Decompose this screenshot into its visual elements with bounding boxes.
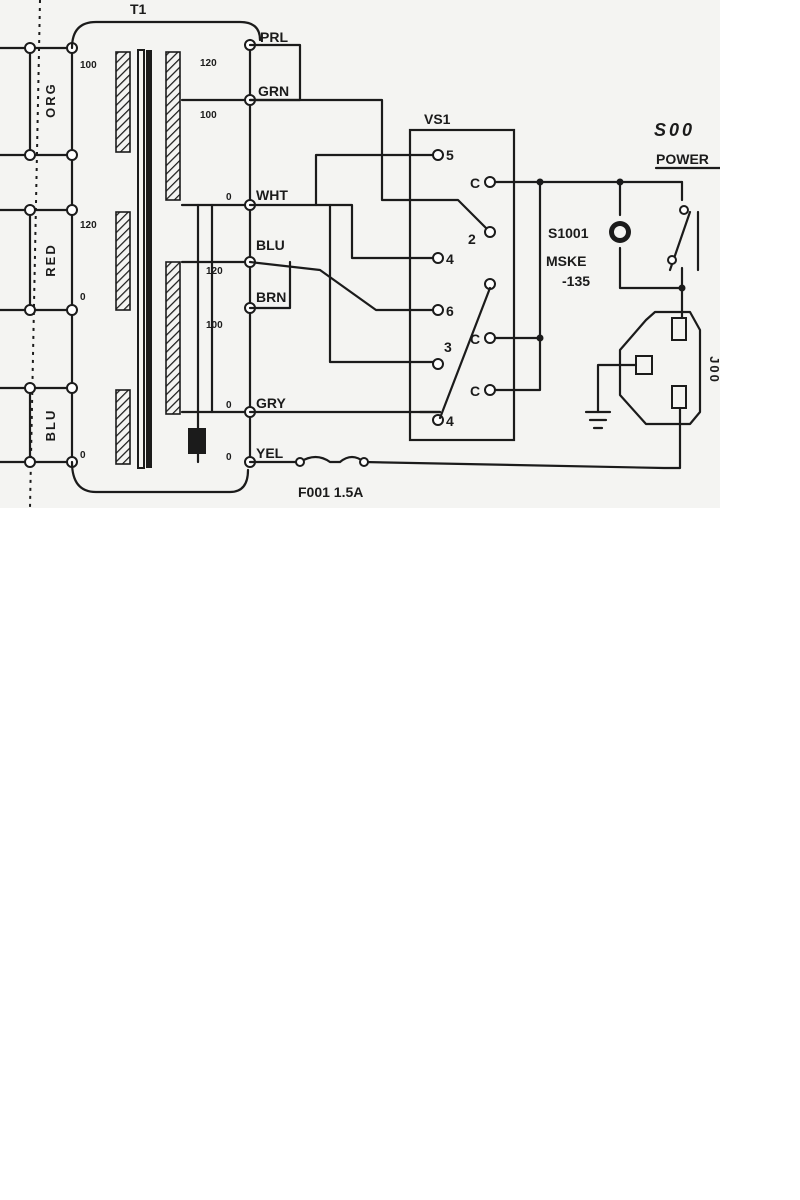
primary-wire-label-org: ORG [43, 82, 58, 118]
secondary-tap-0-b: 0 [226, 400, 232, 411]
power-label: S00 [654, 120, 695, 140]
switch-pin-5: 5 [446, 147, 454, 163]
secondary-wire-gry: GRY [256, 395, 286, 411]
secondary-wire-grn: GRN [258, 83, 289, 99]
snubber-label-2: MSKE [546, 253, 586, 269]
switch-pin-6: 6 [446, 303, 454, 319]
switch-pin-2: 2 [468, 231, 476, 247]
secondary-wire-yel: YEL [256, 445, 284, 461]
primary-wire-label-blu: BLU [43, 409, 58, 442]
primary-tap-120: 120 [80, 220, 97, 231]
primary-wire-label-red: RED [43, 243, 58, 276]
switch-pin-4-a: 4 [446, 251, 454, 267]
snubber-label-1: S1001 [548, 225, 589, 241]
power-switch-label: POWER [656, 151, 709, 167]
switch-common-3: C [470, 383, 480, 399]
primary-tap-0-b: 0 [80, 450, 86, 461]
secondary-tap-120-b: 120 [206, 266, 223, 277]
power-supply-schematic: ORG RED BLU T1 100 120 0 0 120 [0, 0, 720, 508]
snubber-label-3: -135 [562, 273, 590, 289]
secondary-wire-wht: WHT [256, 187, 288, 203]
primary-tap-0-a: 0 [80, 292, 86, 303]
secondary-wire-blu: BLU [256, 237, 285, 253]
secondary-tap-100-a: 100 [200, 110, 217, 121]
secondary-tap-0-c: 0 [226, 452, 232, 463]
switch-common-1: C [470, 175, 480, 191]
primary-wiring [0, 0, 78, 508]
switch-common-2: C [470, 331, 480, 347]
switch-pin-4-b: 4 [446, 413, 454, 429]
secondary-wire-brn: BRN [256, 289, 286, 305]
primary-tap-100: 100 [80, 60, 97, 71]
power-input-wiring [248, 166, 720, 470]
switch-pin-3: 3 [444, 339, 452, 355]
transformer-ref: T1 [130, 1, 147, 17]
secondary-tap-100-b: 100 [206, 320, 223, 331]
fuse-label: F001 1.5A [298, 484, 363, 500]
secondary-wire-prl: PRL [260, 29, 288, 45]
schematic-scan: ORG RED BLU T1 100 120 0 0 120 [0, 0, 720, 508]
transformer-t1 [70, 20, 262, 494]
power-entry-label: J00 [707, 356, 720, 384]
selector-switch-vs1 [408, 128, 516, 442]
secondary-tap-0-a: 0 [226, 192, 232, 203]
switch-ref: VS1 [424, 111, 451, 127]
secondary-tap-120-a: 120 [200, 58, 217, 69]
secondary-to-switch-wiring [248, 43, 492, 414]
